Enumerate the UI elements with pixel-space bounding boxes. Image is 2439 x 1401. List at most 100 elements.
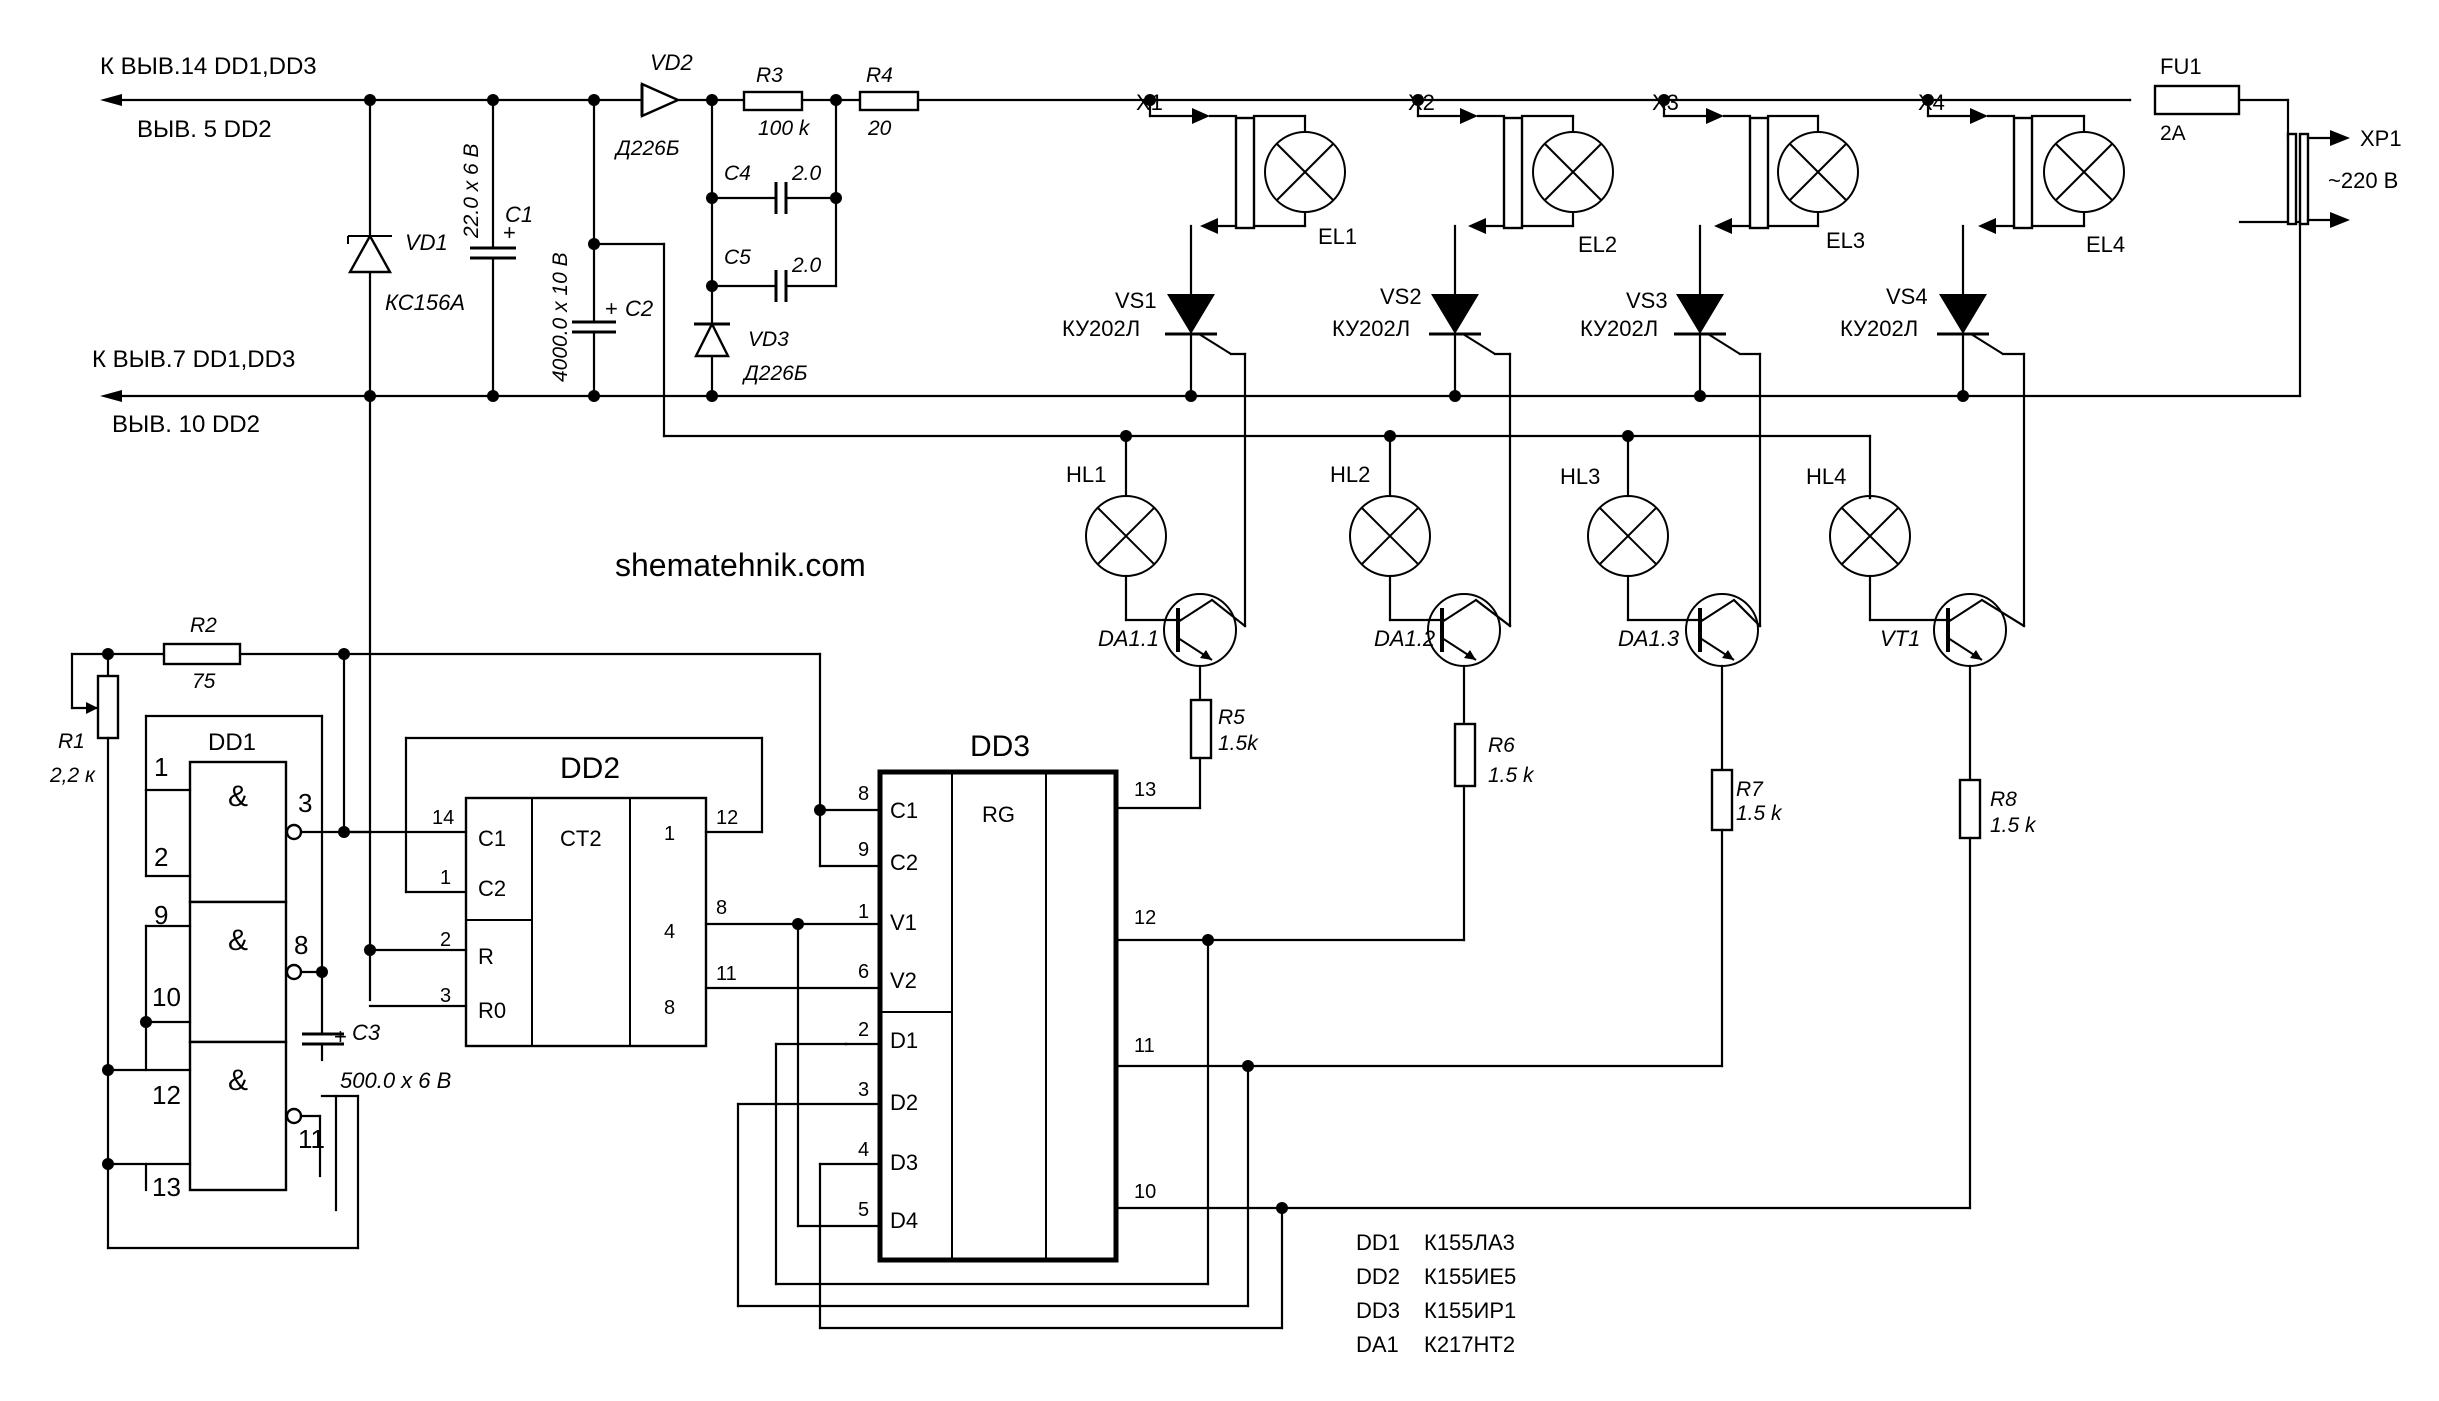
diode-vd2: VD2 Д226Б (614, 50, 693, 160)
hl3-label: HL3 (1560, 464, 1600, 489)
da13-label: DA1.3 (1618, 626, 1680, 651)
el1-label: EL1 (1318, 224, 1357, 249)
vd2-label: VD2 (650, 50, 693, 75)
dd3-pin-3: 3 (858, 1079, 869, 1101)
dd1-pin-10: 10 (152, 982, 181, 1012)
vs1-label: VS1 (1115, 288, 1157, 313)
svg-text:+: + (334, 1024, 347, 1049)
dd3-pin-13: 13 (1134, 779, 1156, 801)
dd2-out-4: 4 (664, 921, 675, 943)
dd2-pin-2: 2 (440, 929, 451, 951)
da11-label: DA1.1 (1098, 626, 1159, 651)
dd1-pin-1: 1 (154, 752, 168, 782)
da12-label: DA1.2 (1374, 626, 1435, 651)
hl4-label: HL4 (1806, 464, 1846, 489)
c3-label: C3 (352, 1020, 381, 1045)
dd2-pin-1: 1 (440, 867, 451, 889)
hl2-label: HL2 (1330, 462, 1370, 487)
dd3-pin-5: 5 (858, 1199, 869, 1221)
rail-junctions (364, 94, 1969, 402)
xp1-label: XP1 (2360, 126, 2402, 151)
dd3-d4: D4 (890, 1208, 918, 1233)
bom-ref-3: DD3 (1356, 1298, 1400, 1323)
dd3-pin-1: 1 (858, 901, 869, 923)
capacitor-c3: + C3 500.0 x 6 B (302, 970, 451, 1093)
resistor-r2: R2 75 (102, 614, 822, 693)
dd2-c1: C1 (478, 826, 506, 851)
dd1-pin-3: 3 (298, 788, 312, 818)
vd1-label: VD1 (405, 230, 448, 255)
supply-bottom-label-1: К ВЫВ.7 DD1,DD3 (92, 346, 295, 373)
dd2-out-8: 8 (664, 997, 675, 1019)
vs3-type: КУ202Л (1580, 316, 1658, 341)
dd1-gate-1: & (228, 780, 248, 813)
dd3-pin-8: 8 (858, 783, 869, 805)
dd3-pin-9: 9 (858, 839, 869, 861)
dd3-pin-2: 2 (858, 1019, 869, 1041)
dd3-title: DD3 (970, 730, 1030, 763)
parts-list: DD1 К155ЛА3 DD2 К155ИЕ5 DD3 К155ИР1 DA1 … (1356, 1230, 1516, 1357)
c3-value: 500.0 x 6 B (340, 1068, 451, 1093)
r1-label: R1 (58, 730, 85, 753)
vs4-label: VS4 (1886, 284, 1928, 309)
dd2-pin-14: 14 (432, 807, 454, 829)
zener-diode-vd1: VD1 КС156А (347, 98, 465, 1002)
dd3-d3: D3 (890, 1150, 918, 1175)
r6-label: R6 (1488, 734, 1515, 757)
chip-dd3: DD3 C1 C2 V1 V2 D1 D2 D3 D4 RG 8 9 1 6 2… (736, 652, 1972, 1330)
vs2-label: VS2 (1380, 284, 1422, 309)
supply-top-label-1: К ВЫВ.14 DD1,DD3 (100, 53, 317, 80)
c4-label: C4 (724, 162, 751, 185)
chip-dd2: DD2 C1 C2 R R0 CT2 1 4 8 14 1 2 3 12 8 1… (342, 736, 882, 1048)
el3-label: EL3 (1826, 228, 1865, 253)
resistor-r3: R3 100 k (742, 64, 811, 140)
vd1-type: КС156А (385, 290, 465, 315)
dd3-pin-12: 12 (1134, 907, 1156, 929)
r4-value: 20 (867, 117, 892, 140)
dd2-c2: C2 (478, 876, 506, 901)
vd3-label: VD3 (748, 328, 789, 351)
dd2-pin-8: 8 (716, 897, 727, 919)
vs4-type: КУ202Л (1840, 316, 1918, 341)
dd1-pin-8: 8 (294, 930, 308, 960)
x3-label: X3 (1652, 90, 1679, 115)
dd3-v2: V2 (890, 968, 917, 993)
dd3-pin-6: 6 (858, 961, 869, 983)
r5-label: R5 (1218, 706, 1245, 729)
chip-dd1: DD1 & & & 1 2 3 9 10 8 12 11 13 (102, 652, 372, 1250)
bom-ref-1: DD1 (1356, 1230, 1400, 1255)
dd3-c2: C2 (890, 850, 918, 875)
dd1-pin-12: 12 (152, 1080, 181, 1110)
dd2-r: R (478, 944, 494, 969)
x4-label: X4 (1918, 90, 1945, 115)
dd3-func: RG (982, 802, 1015, 827)
vd3-type: Д226Б (742, 362, 808, 385)
channel-2: X2 EL2 VS2 КУ202Л HL2 DA1.2 R6 1.5 k (1330, 90, 1617, 942)
dd3-d1: D1 (890, 1028, 918, 1053)
x1-label: X1 (1136, 90, 1163, 115)
fuse-fu1: FU1 2A (2153, 54, 2290, 145)
fu1-value: 2A (2160, 122, 2186, 145)
fu1-label: FU1 (2160, 54, 2202, 79)
c2-value: 4000.0 x 10 B (549, 252, 572, 382)
dd2-pin-12: 12 (716, 807, 738, 829)
dd2-title: DD2 (560, 752, 620, 785)
dd2-pin-11: 11 (716, 963, 737, 985)
bom-ref-2: DD2 (1356, 1264, 1400, 1289)
c5-label: C5 (724, 246, 751, 269)
supply-rails (100, 94, 2302, 402)
dd1-pin-9: 9 (154, 900, 168, 930)
dd1-title: DD1 (208, 729, 256, 756)
bom-type-4: К217НТ2 (1424, 1332, 1515, 1357)
dd2-out-1: 1 (664, 823, 675, 845)
r6-value: 1.5 k (1488, 764, 1535, 787)
r3-label: R3 (756, 64, 783, 87)
c1-value: 22.0 x 6 B (460, 143, 483, 239)
xp1-value: ~220 B (2328, 168, 2398, 193)
r8-value: 1.5 k (1990, 814, 2037, 837)
vs3-label: VS3 (1626, 288, 1668, 313)
dd3-v1: V1 (890, 910, 917, 935)
dd3-pin-11: 11 (1134, 1035, 1155, 1057)
bom-type-2: К155ИЕ5 (1424, 1264, 1516, 1289)
r8-label: R8 (1990, 788, 2017, 811)
